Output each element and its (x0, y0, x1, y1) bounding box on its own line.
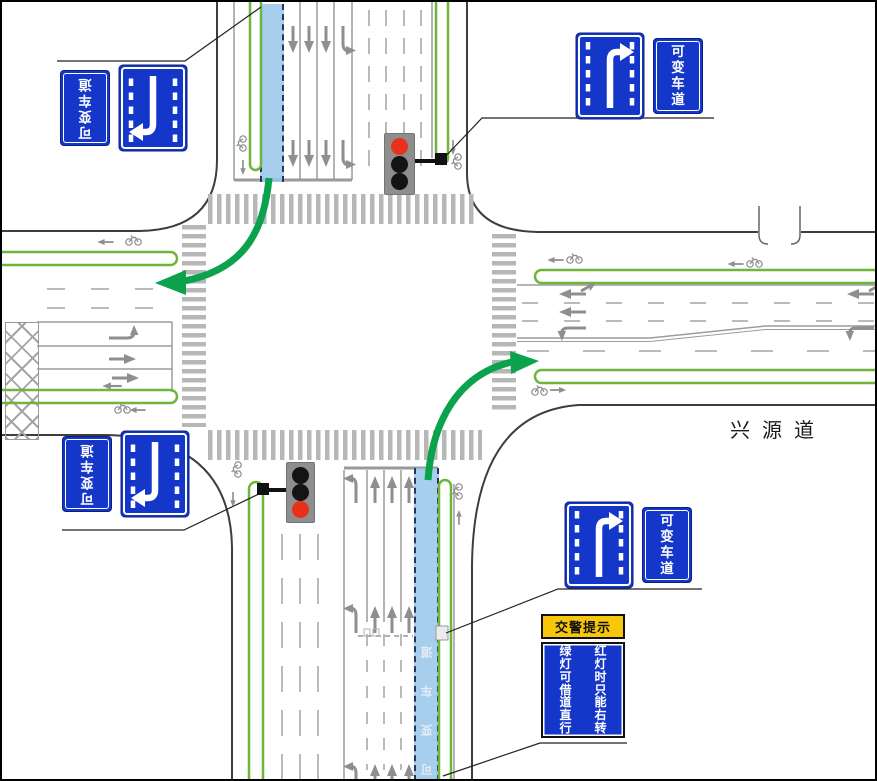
crosswalk-east (492, 234, 516, 414)
driveway-marks (758, 206, 801, 245)
red-light-on-icon (292, 501, 309, 518)
tip-left-column: 绿灯可借道直行 (559, 643, 572, 736)
variable-lane-text-sign: 可变车道 (62, 436, 112, 512)
crosswalk-west (182, 225, 206, 427)
variable-lane-arrow-sign (120, 430, 190, 518)
variable-lane-text: 可变车道 (63, 73, 107, 143)
north-approach-arrows (286, 24, 358, 171)
crosswalk-north (208, 194, 474, 224)
tip-right-column: 红灯时只能右转 (594, 643, 607, 736)
east-approach-arrows (556, 282, 875, 343)
variable-lane-text-sign: 可变车道 (653, 38, 703, 114)
yellow-light-off-icon (292, 484, 309, 501)
variable-lane-north (260, 4, 284, 182)
traffic-light-north (384, 133, 415, 195)
variable-lane-text-sign: 可变车道 (60, 70, 110, 146)
green-light-off-icon (391, 173, 408, 190)
variable-lane-arrow-sign (118, 64, 188, 152)
sign-pair-southeast: 可变车道 (564, 501, 692, 589)
yellow-light-off-icon (391, 155, 408, 173)
hatched-grid-area (5, 322, 39, 440)
west-approach-arrows (101, 323, 141, 391)
variable-lane-arrow-sign (564, 501, 634, 589)
tip-sign-header: 交警提示 (541, 614, 625, 639)
variable-lane-text: 可变车道 (656, 41, 700, 111)
green-light-off-icon (292, 467, 309, 484)
guide-arrow-south-to-east (424, 351, 539, 481)
variable-lane-text-sign: 可变车道 (642, 507, 692, 583)
sign-pair-southwest: 可变车道 (62, 430, 190, 518)
red-light-on-icon (391, 138, 408, 155)
variable-lane-text: 可变车道 (645, 510, 689, 580)
variable-lane-arrow-sign (575, 32, 645, 120)
road-name-label: 兴源道 (730, 420, 826, 442)
south-approach-arrows (341, 472, 416, 779)
sign-pair-northeast: 可变车道 (575, 32, 703, 120)
sign-pair-northwest: 可变车道 (60, 64, 188, 152)
pavement-variable-lane-text: 道车变可 (420, 645, 433, 776)
tip-sign-body: 绿灯可借道直行 红灯时只能右转 (541, 642, 625, 738)
crosswalk-south (208, 430, 482, 460)
variable-lane-text: 可变车道 (65, 439, 109, 509)
traffic-light-south (286, 462, 315, 523)
police-tip-sign: 交警提示 绿灯可借道直行 红灯时只能右转 (541, 614, 625, 738)
